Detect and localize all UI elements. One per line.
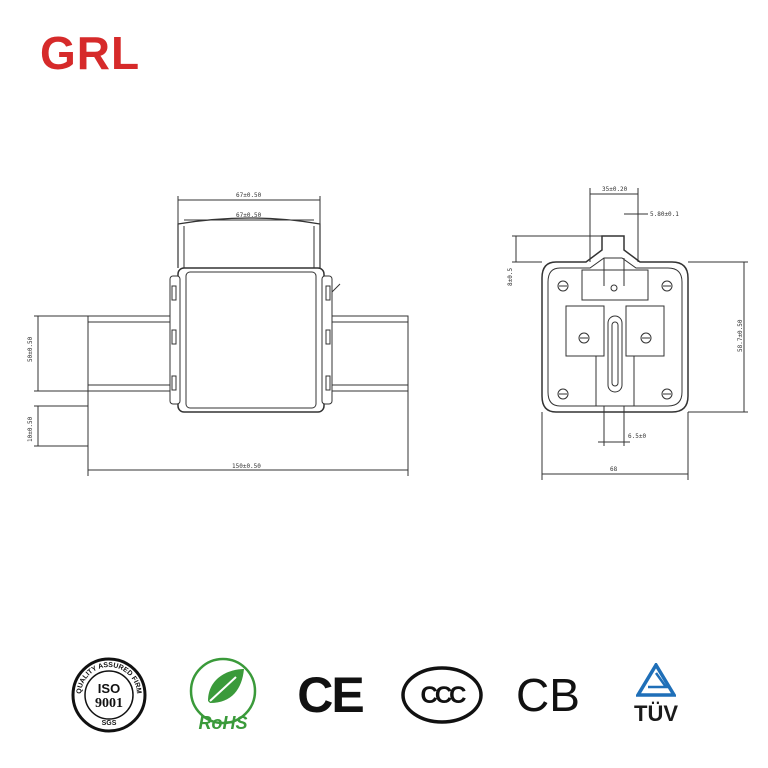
ccc-badge: CCC — [396, 655, 488, 735]
dim-left-height: 50±0.50 — [27, 336, 34, 362]
dim-width: 68 — [610, 466, 618, 473]
rohs-badge: RoHS — [180, 655, 266, 735]
front-view — [512, 188, 748, 480]
dim-tab-height: 8±0.5 — [507, 268, 514, 286]
rohs-leaf-icon: RoHS — [189, 657, 257, 733]
fuse-body — [177, 267, 325, 413]
dim-tab-width: 35±0.20 — [602, 186, 628, 193]
iso-sgs-text: SGS — [102, 720, 117, 727]
ccc-mark-icon: CCC — [401, 666, 483, 724]
top-bracket — [177, 217, 321, 268]
dim-overall-length: 150±0.50 — [232, 463, 261, 470]
dim-bottom-left: 10±0.50 — [27, 416, 34, 442]
iso-main-text: ISO — [98, 681, 120, 696]
rohs-text: RoHS — [199, 713, 248, 733]
ccc-text: CCC — [421, 682, 467, 709]
brand-logo: GRL — [40, 27, 141, 79]
dim-slot: 6.5±0 — [628, 433, 646, 440]
ce-badge: CE — [292, 655, 368, 735]
tuv-text: TÜV — [634, 701, 678, 726]
ce-mark-text: CE — [297, 667, 364, 723]
dim-top-inner: 67±0.50 — [236, 212, 262, 219]
side-view — [34, 196, 409, 476]
iso-9001-badge: QUALITY ASSURED FIRM ISO 9001 SGS — [66, 655, 152, 735]
tuv-triangle-icon — [636, 663, 676, 697]
dim-right-height: 58.7±0.50 — [737, 319, 744, 352]
dim-top-outer: 67±0.50 — [236, 192, 262, 199]
tuv-badge: TÜV — [616, 655, 696, 735]
dim-tab-offset: 5.80±0.1 — [650, 211, 679, 218]
cb-badge: CB — [510, 655, 586, 735]
front-housing — [541, 235, 689, 413]
iso-number-text: 9001 — [95, 696, 123, 711]
cb-mark-text: CB — [516, 669, 580, 721]
iso-seal-icon: QUALITY ASSURED FIRM ISO 9001 SGS — [71, 657, 147, 733]
